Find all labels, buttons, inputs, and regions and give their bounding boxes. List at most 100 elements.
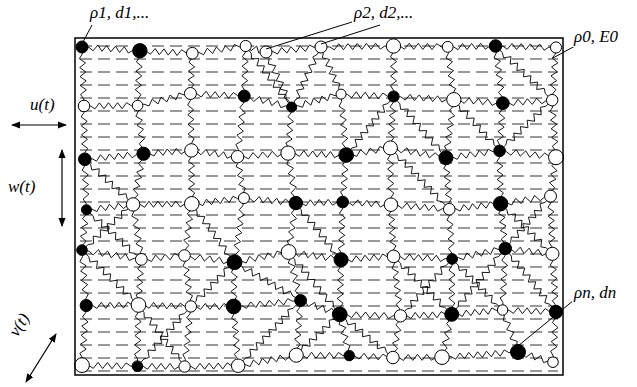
particle	[227, 255, 242, 270]
particle	[281, 245, 296, 260]
spring	[133, 154, 143, 205]
spring	[238, 355, 296, 367]
spring	[503, 98, 552, 105]
particle	[185, 144, 198, 157]
spring	[295, 301, 303, 356]
particle	[76, 41, 88, 53]
particle	[132, 100, 143, 111]
fluid-dashes	[80, 46, 558, 371]
particle	[548, 357, 559, 368]
motion-label: w(t)	[6, 178, 37, 197]
particle	[344, 350, 354, 360]
spring	[392, 256, 402, 315]
spring	[497, 103, 505, 151]
motion-label: u(t)	[28, 96, 57, 115]
particle	[281, 146, 295, 160]
particles	[75, 39, 564, 373]
particle	[184, 197, 199, 212]
particle	[447, 93, 461, 107]
particle	[494, 145, 506, 157]
spring	[234, 299, 301, 309]
particle	[442, 41, 453, 52]
spring	[496, 46, 553, 100]
particle	[497, 305, 507, 315]
particle	[79, 153, 92, 166]
particle	[336, 89, 346, 99]
particle	[387, 250, 400, 263]
spring	[82, 159, 89, 209]
particle	[511, 345, 526, 360]
spring	[496, 43, 556, 50]
spring-network	[79, 43, 558, 369]
spring	[448, 43, 496, 49]
spring	[79, 47, 86, 106]
spring	[445, 100, 455, 158]
particle	[332, 307, 347, 322]
spring	[232, 306, 240, 365]
motion-label: v(t)	[5, 309, 35, 342]
spring	[80, 306, 88, 366]
particle	[133, 44, 147, 58]
particle	[384, 198, 398, 212]
leader-lines	[83, 22, 575, 346]
parameter-label: ρn, dn	[572, 284, 618, 303]
spring	[447, 209, 454, 259]
particle	[546, 247, 559, 260]
spring	[190, 91, 244, 98]
particle	[231, 359, 244, 372]
particle	[240, 40, 251, 51]
spring	[137, 363, 184, 369]
spring	[82, 362, 137, 368]
spring	[80, 250, 88, 305]
particle	[383, 141, 397, 155]
spring	[292, 94, 341, 107]
spring	[340, 312, 401, 319]
spring	[234, 198, 244, 262]
spring	[82, 45, 140, 53]
spring	[288, 151, 346, 158]
spring	[503, 308, 556, 315]
spring	[452, 248, 506, 314]
particle	[289, 348, 303, 362]
spring	[321, 43, 393, 50]
spring	[494, 46, 504, 103]
spring	[85, 152, 144, 161]
spring	[296, 352, 349, 358]
spring	[266, 52, 292, 107]
spring	[85, 159, 133, 204]
particle	[81, 205, 91, 215]
spring	[132, 204, 143, 259]
particle	[550, 42, 561, 53]
particle	[443, 203, 455, 215]
spring	[235, 262, 301, 300]
spring	[81, 106, 87, 159]
particle	[549, 305, 562, 318]
spring	[183, 306, 192, 366]
spring	[446, 149, 500, 159]
spring	[86, 302, 138, 308]
particle	[388, 91, 399, 102]
spring	[551, 312, 558, 362]
particle	[238, 193, 249, 204]
particle	[287, 102, 297, 112]
spring	[452, 248, 505, 260]
spring	[141, 253, 184, 261]
particle	[496, 97, 509, 110]
particle	[185, 301, 196, 312]
particle	[179, 250, 191, 262]
spring	[394, 256, 452, 314]
particle	[545, 190, 557, 202]
spring	[400, 259, 452, 316]
spring	[137, 306, 190, 366]
particle	[337, 196, 349, 208]
spring	[500, 248, 507, 310]
spring	[188, 150, 194, 203]
spring	[444, 158, 452, 209]
particle	[186, 47, 198, 59]
spring	[192, 45, 245, 55]
spring	[343, 200, 391, 207]
spring	[192, 204, 235, 262]
particle	[184, 87, 196, 99]
particle	[238, 90, 250, 102]
spring	[133, 201, 192, 207]
